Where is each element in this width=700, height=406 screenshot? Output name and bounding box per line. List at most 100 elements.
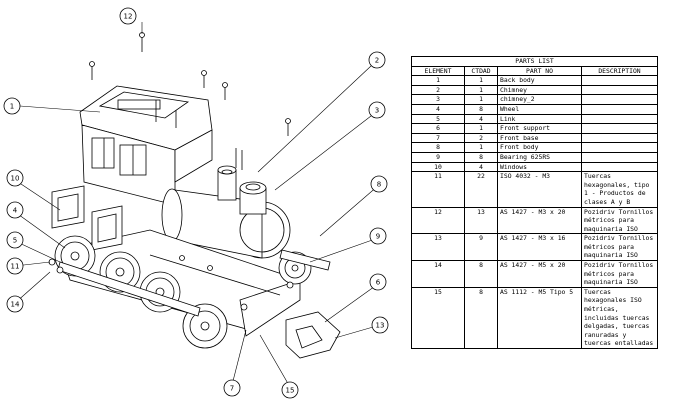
- cell-qty: 2: [464, 132, 498, 144]
- callouts: [3, 7, 389, 399]
- header-element: ELEMENT: [411, 65, 465, 77]
- cell-qty: 9: [464, 233, 498, 262]
- callout-11: [6, 257, 24, 275]
- svg-text:11: 11: [11, 263, 20, 271]
- cell-element: 9: [411, 151, 465, 163]
- cell-description: [581, 75, 658, 86]
- svg-text:6: 6: [376, 279, 381, 287]
- callout-10: [6, 169, 24, 187]
- cell-element: 4: [411, 103, 465, 115]
- cell-description: [581, 132, 658, 144]
- cell-description: Pozidriv Tornillos métricos para maquina…: [581, 233, 658, 262]
- front-body: [161, 188, 291, 259]
- cell-description: [581, 123, 658, 134]
- cell-description: [581, 113, 658, 125]
- callout-1: [3, 97, 21, 115]
- callout-3: [368, 101, 386, 119]
- callout-2: [368, 51, 386, 69]
- screws: [89, 32, 291, 170]
- assembly-drawing: 12 1 2 3 10 8 4 9 5 11 6 14 13 7 15: [3, 7, 389, 399]
- cell-element: 8: [411, 142, 465, 153]
- cell-part-no: Link: [497, 113, 582, 125]
- svg-text:12: 12: [124, 13, 133, 21]
- callout-5: [6, 231, 24, 249]
- cell-part-no: AS 1112 - M5 Tipo 5: [497, 286, 582, 350]
- svg-text:8: 8: [377, 181, 381, 189]
- cell-part-no: AS 1427 - M5 x 20: [497, 260, 582, 288]
- callout-14: [6, 295, 24, 313]
- cell-qty: 8: [464, 103, 498, 115]
- chimney: [217, 165, 237, 201]
- cell-element: 13: [411, 233, 465, 262]
- svg-text:9: 9: [376, 233, 380, 241]
- cell-qty: 22: [464, 171, 498, 208]
- cell-element: 5: [411, 113, 465, 125]
- cell-part-no: chimney_2: [497, 94, 582, 105]
- cell-part-no: AS 1427 - M3 x 20: [497, 206, 582, 235]
- header-description: DESCRIPTION: [581, 65, 658, 77]
- svg-text:2: 2: [375, 57, 379, 65]
- cell-part-no: Front support: [497, 123, 582, 134]
- parts-list-table: PARTS LIST ELEMENT CTDAD PART NO DESCRIP…: [411, 56, 658, 350]
- cell-description: Tuercas hexagonales ISO métricas, inclui…: [581, 286, 658, 350]
- cell-description: Tuercas hexagonales, tipo 1 - Productos …: [581, 171, 658, 208]
- cell-part-no: Front body: [497, 142, 582, 153]
- cell-element: 1: [411, 75, 465, 86]
- cell-qty: 4: [464, 161, 498, 173]
- cell-qty: 1: [464, 123, 498, 134]
- cell-qty: 1: [464, 84, 498, 96]
- cell-element: 15: [411, 286, 465, 350]
- nuts: [48, 255, 294, 311]
- svg-text:5: 5: [13, 237, 17, 245]
- svg-text:3: 3: [375, 107, 379, 115]
- cell-description: Pozidriv Tornillos métricos para maquina…: [581, 260, 658, 288]
- cell-element: 3: [411, 94, 465, 105]
- cell-element: 2: [411, 84, 465, 96]
- cell-element: 12: [411, 206, 465, 235]
- callout-7: [223, 379, 241, 397]
- cell-qty: 4: [464, 113, 498, 125]
- cell-part-no: Bearing 625RS: [497, 151, 582, 163]
- cell-part-no: Chimney: [497, 84, 582, 96]
- callout-8: [370, 175, 388, 193]
- cell-description: [581, 142, 658, 153]
- windows: [51, 185, 123, 251]
- cell-element: 7: [411, 132, 465, 144]
- cell-part-no: AS 1427 - M3 x 16: [497, 233, 582, 262]
- cell-description: [581, 161, 658, 173]
- cell-description: [581, 103, 658, 115]
- callout-4: [6, 201, 24, 219]
- cell-element: 10: [411, 161, 465, 173]
- svg-text:10: 10: [11, 175, 20, 183]
- parts-list-title: PARTS LIST: [411, 56, 658, 67]
- svg-text:4: 4: [13, 207, 18, 215]
- cell-description: [581, 151, 658, 163]
- header-qty: CTDAD: [464, 65, 498, 77]
- svg-text:7: 7: [230, 385, 234, 393]
- callout-12: [119, 7, 137, 25]
- cell-qty: 1: [464, 94, 498, 105]
- cell-qty: 8: [464, 260, 498, 288]
- cell-qty: 1: [464, 142, 498, 153]
- cell-qty: 13: [464, 206, 498, 235]
- svg-text:1: 1: [10, 103, 14, 111]
- cell-description: Pozidriv Tornillos métricos para maquina…: [581, 206, 658, 235]
- callout-6: [369, 273, 387, 291]
- back-body: [79, 85, 213, 206]
- cell-qty: 8: [464, 286, 498, 350]
- cell-part-no: Wheel: [497, 103, 582, 115]
- callout-9: [369, 227, 387, 245]
